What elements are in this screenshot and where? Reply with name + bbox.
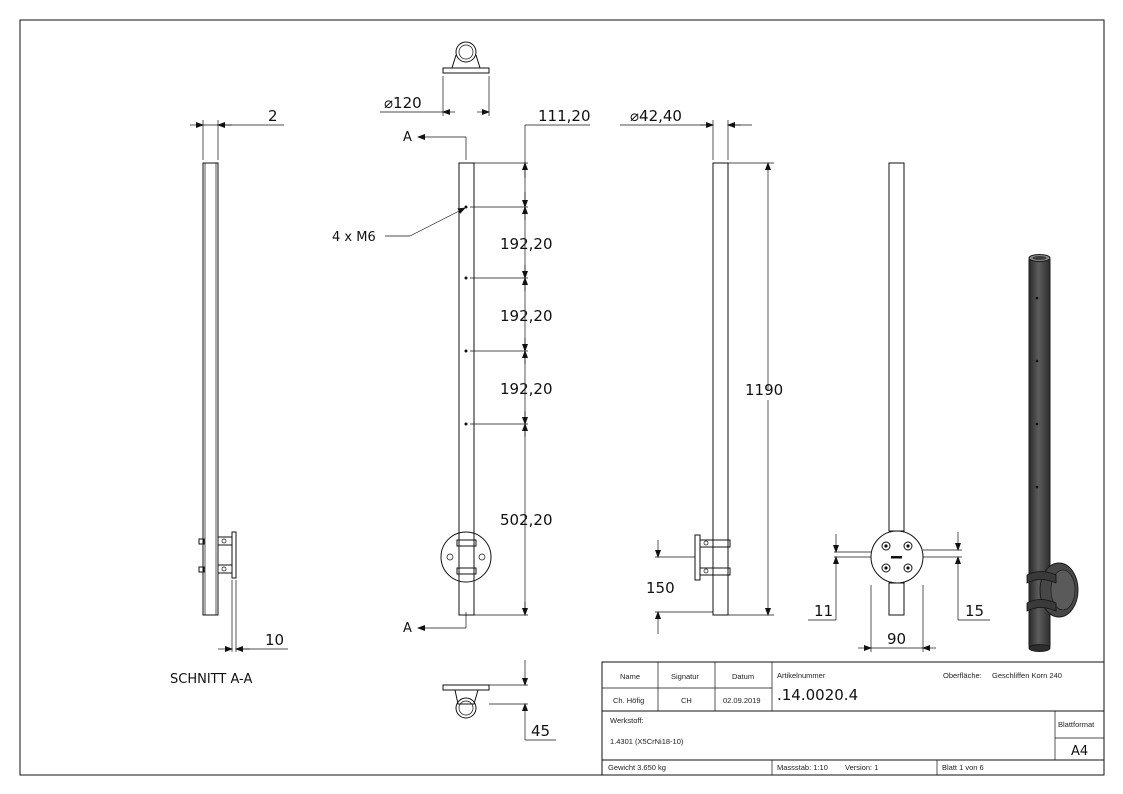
section-marker-top: A [403, 130, 412, 145]
section-view: 2 10 SCHNITT A-A [170, 107, 288, 687]
section-marker-bottom: A [403, 621, 412, 636]
tb-version: Version: 1 [845, 763, 878, 772]
tb-massstab: Massstab: 1:10 [777, 763, 828, 772]
dim-top-offset: 111,20 [538, 107, 591, 125]
tb-artikelnummer-label: Artikelnummer [777, 671, 826, 680]
tb-signatur: CH [681, 696, 692, 705]
dim-rear-width: 90 [887, 630, 906, 648]
thread-callout: 4 x M6 [332, 230, 376, 245]
rear-tube-upper [888, 162, 905, 532]
section-label: SCHNITT A-A [170, 672, 252, 687]
hole-4 [464, 422, 468, 426]
rear-view: 11 15 90 [808, 162, 990, 652]
tb-header-signatur: Signatur [671, 672, 699, 681]
dim-wall-thickness: 2 [268, 107, 278, 125]
dim-spacing-3: 192,20 [500, 380, 553, 398]
tb-datum: 02.09.2019 [723, 696, 761, 705]
dim-tube-diameter: ⌀42,40 [630, 107, 682, 125]
tb-blatt: Blatt 1 von 6 [942, 763, 984, 772]
hole-3 [464, 349, 468, 353]
tb-header-datum: Datum [732, 672, 754, 681]
dim-plate-thickness: 10 [265, 631, 284, 649]
tb-oberflaeche-label: Oberfläche: [943, 671, 982, 680]
dim-rear-left: 11 [814, 602, 833, 620]
front-tube [458, 162, 475, 616]
isometric-view [1026, 254, 1079, 652]
tb-werkstoff-label: Werkstoff: [610, 716, 643, 725]
dim-plate-depth: 45 [531, 722, 550, 740]
title-block: Name Signatur Datum Ch. Höfig CH 02.09.2… [601, 661, 1105, 776]
rear-tube-lower [888, 582, 905, 616]
section-base-plate [231, 531, 237, 579]
side-base-plate [694, 534, 701, 581]
side-tube [712, 162, 729, 616]
dim-bottom: 502,20 [500, 511, 553, 529]
tb-artikelnummer: .14.0020.4 [777, 686, 858, 704]
front-view: ⌀120 A A [332, 41, 591, 741]
tb-header-name: Name [620, 672, 640, 681]
tb-oberflaeche: Geschliffen Korn 240 [992, 671, 1062, 680]
dim-total-height: 1190 [745, 381, 783, 399]
section-tube [202, 162, 219, 616]
tb-blattformat: A4 [1071, 744, 1088, 759]
side-view: ⌀42,40 1190 150 [620, 107, 783, 634]
dim-rear-right: 15 [965, 602, 984, 620]
drawing-frame [19, 19, 1105, 776]
front-flange [440, 531, 492, 583]
dim-spacing-1: 192,20 [500, 235, 553, 253]
tb-blattformat-label: Blattformat [1058, 720, 1095, 729]
dim-clamp-height: 150 [646, 579, 675, 597]
dim-base-diameter: ⌀120 [384, 94, 422, 112]
tb-gewicht: Gewicht 3.650 kg [608, 763, 666, 772]
tb-name: Ch. Höfig [613, 696, 644, 705]
hole-2 [464, 276, 468, 280]
dim-spacing-2: 192,20 [500, 307, 553, 325]
tb-werkstoff: 1.4301 (X5CrNi18-10) [610, 737, 684, 746]
